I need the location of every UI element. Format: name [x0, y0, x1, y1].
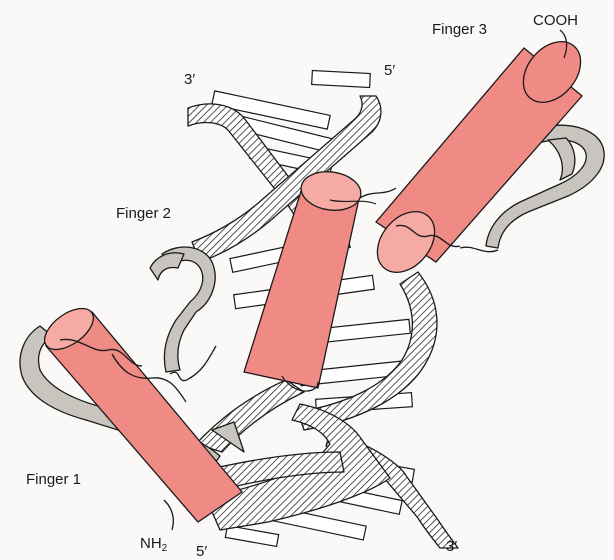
nh2-text: NH — [140, 535, 162, 552]
linker-finger2-3 — [360, 188, 396, 198]
dna-end-label-bottom-left: 5′ — [196, 544, 207, 559]
nh2-label: NH2 — [140, 536, 167, 554]
dna-end-label-top-left: 3′ — [184, 72, 195, 87]
finger2-label: Finger 2 — [116, 206, 171, 221]
finger3-label: Finger 3 — [432, 22, 487, 37]
nh2-terminus-line — [164, 500, 173, 530]
cooh-label: COOH — [533, 13, 578, 28]
dna-end-label-bottom-right: 3′ — [446, 539, 457, 554]
finger2-beta-ribbon — [150, 247, 215, 372]
finger1-label: Finger 1 — [26, 472, 81, 487]
linker-finger3-end — [460, 247, 498, 252]
base-pair — [225, 526, 278, 547]
dna-strand — [196, 380, 304, 452]
nh2-subscript: 2 — [162, 543, 168, 554]
dna-end-label-top-right: 5′ — [384, 63, 395, 78]
base-pair — [312, 70, 371, 87]
finger3-alpha-helix — [366, 31, 592, 284]
